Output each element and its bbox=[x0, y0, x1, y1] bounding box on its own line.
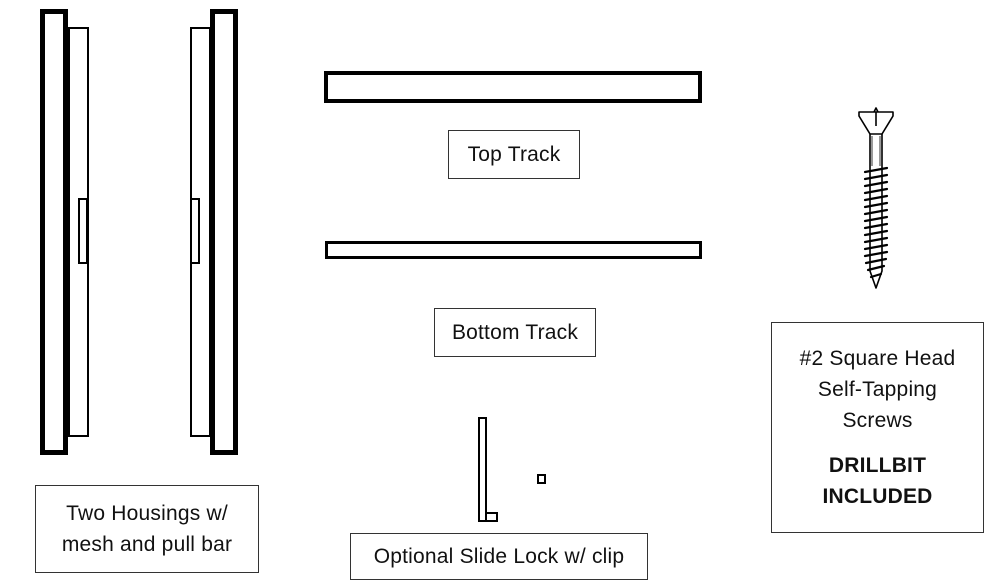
slide-lock-label: Optional Slide Lock w/ clip bbox=[350, 533, 648, 580]
right-housing-frame bbox=[210, 9, 238, 455]
drillbit-label-line2: INCLUDED bbox=[822, 485, 933, 508]
housings-label-line2: mesh and pull bar bbox=[61, 533, 233, 556]
left-housing-pull-bar bbox=[78, 198, 88, 264]
bottom-track-label: Bottom Track bbox=[434, 308, 596, 357]
top-track-label: Top Track bbox=[448, 130, 580, 179]
slide-lock-label-text: Optional Slide Lock w/ clip bbox=[373, 545, 625, 568]
slide-lock-clip bbox=[537, 474, 546, 484]
slide-lock-bar bbox=[478, 417, 487, 522]
drillbit-label-line1: DRILLBIT bbox=[828, 454, 927, 477]
top-track bbox=[324, 71, 702, 103]
housings-label-line1: Two Housings w/ bbox=[66, 502, 228, 525]
screws-label-line2: Self-Tapping bbox=[817, 378, 938, 401]
housings-label: Two Housings w/ mesh and pull bar bbox=[35, 485, 259, 573]
screws-label-line3: Screws bbox=[842, 409, 913, 432]
screws-label-line1: #2 Square Head bbox=[799, 347, 956, 370]
left-housing-frame bbox=[40, 9, 68, 455]
right-housing-pull-bar bbox=[190, 198, 200, 264]
bottom-track-label-text: Bottom Track bbox=[451, 321, 579, 344]
top-track-label-text: Top Track bbox=[467, 143, 561, 166]
screws-label: #2 Square Head Self-Tapping Screws DRILL… bbox=[771, 322, 984, 533]
screw-icon bbox=[858, 107, 894, 289]
bottom-track bbox=[325, 241, 702, 259]
slide-lock-foot bbox=[485, 512, 498, 522]
